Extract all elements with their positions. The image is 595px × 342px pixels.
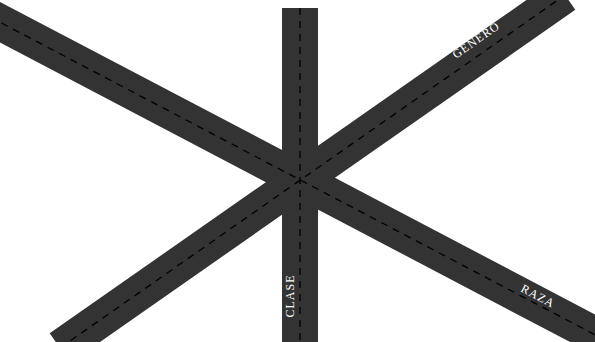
road-band [282,8,318,342]
lane-divider [60,0,565,342]
road-label: CLASE [284,274,296,317]
lane-divider [299,8,300,342]
lane-divider [0,17,595,340]
